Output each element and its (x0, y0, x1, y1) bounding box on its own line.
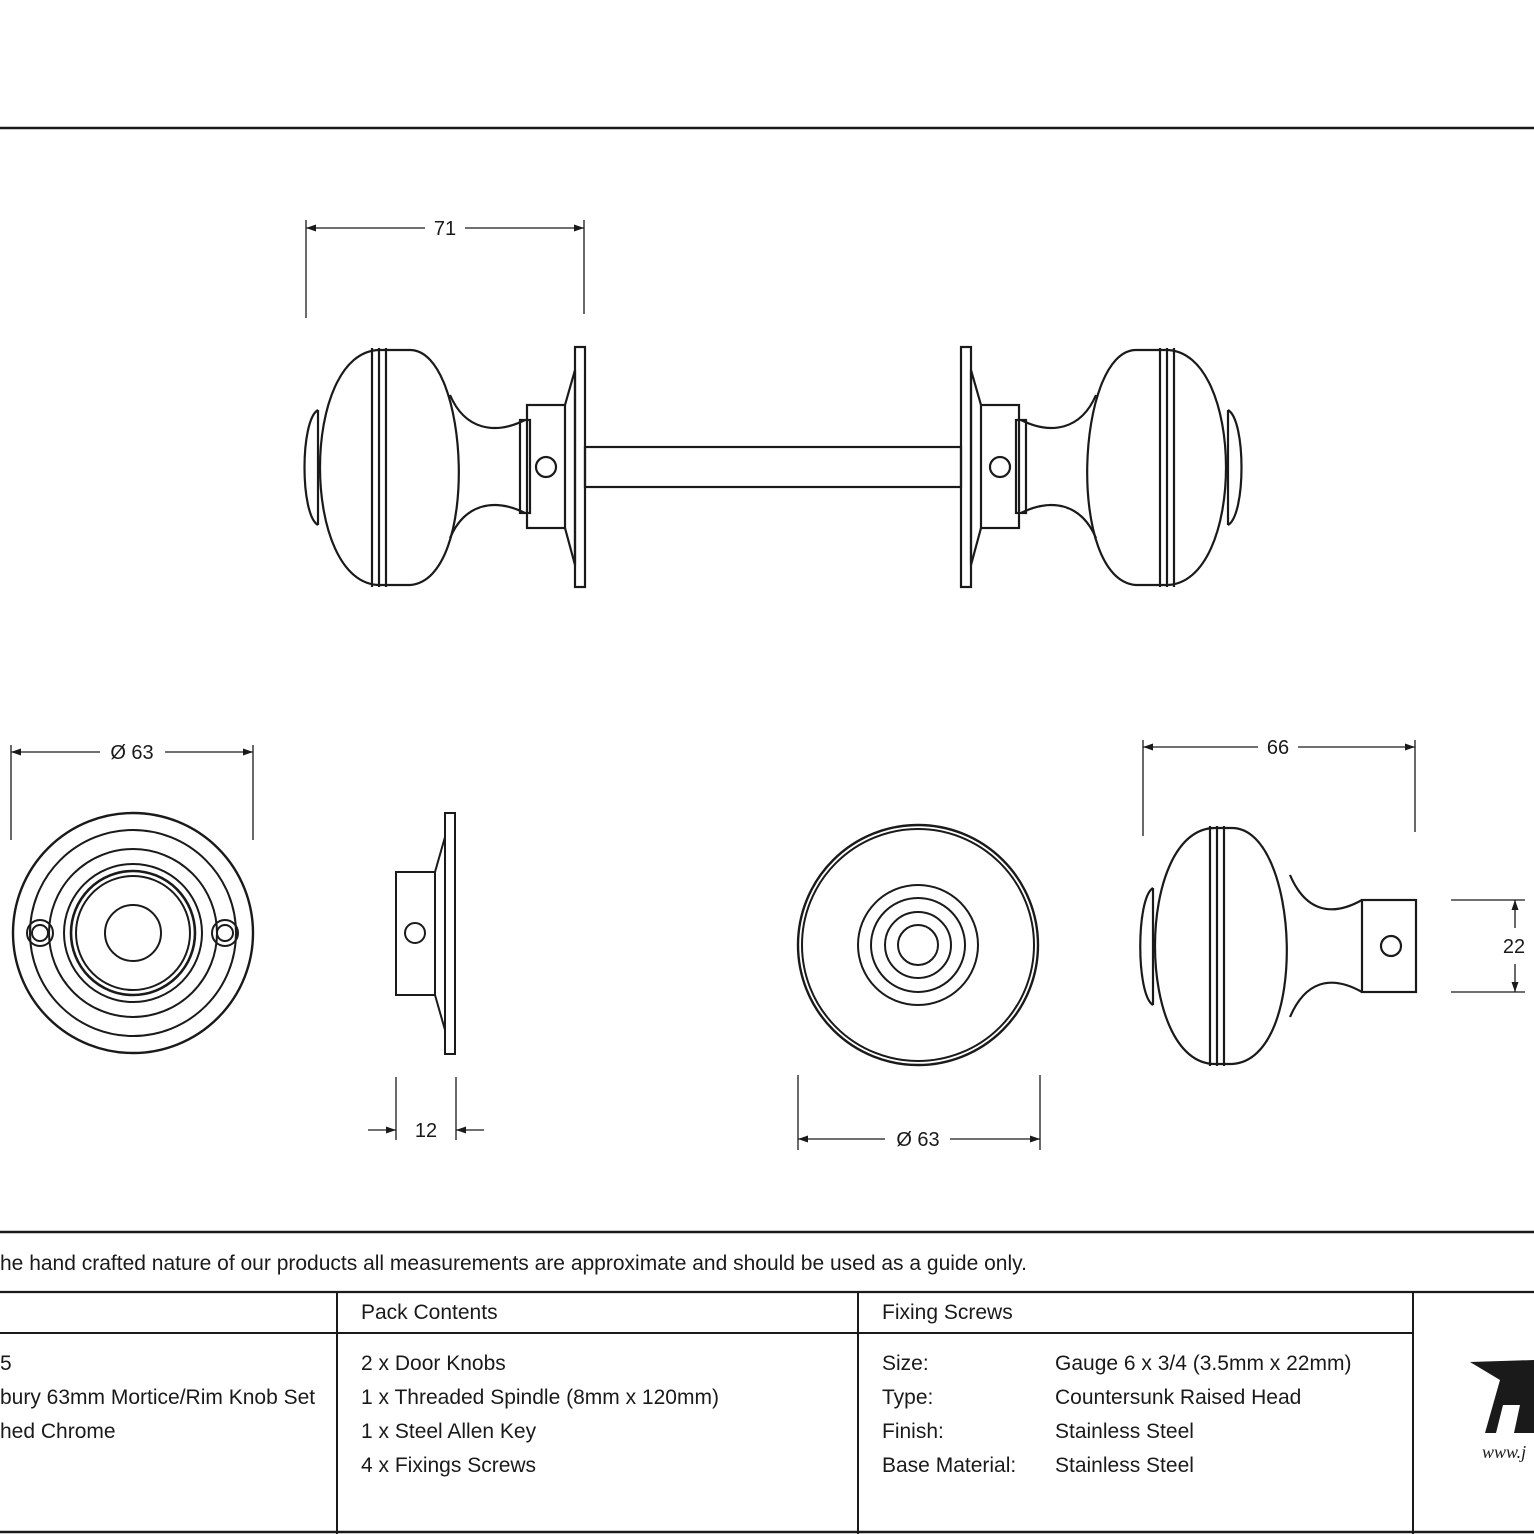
fixing-row-value: Countersunk Raised Head (1055, 1386, 1302, 1409)
logo-url-text: www.j (1482, 1442, 1526, 1462)
fixing-row-label: Size: (882, 1352, 929, 1375)
title-block-grid (0, 1230, 1534, 1534)
fixing-row-value: Stainless Steel (1055, 1420, 1194, 1443)
product-name: bury 63mm Mortice/Rim Knob Set (0, 1386, 316, 1409)
product-code: 5 (0, 1352, 12, 1375)
knob-set-assembly-view (303, 345, 1243, 589)
dimension-knob-width (305, 220, 585, 318)
dimension-label-knob-projection: 66 (1267, 737, 1289, 759)
fixing-screws-header: Fixing Screws (882, 1301, 1013, 1324)
fixing-row-value: Stainless Steel (1055, 1454, 1194, 1477)
rose-front-view (11, 811, 255, 1055)
dimension-label-knob-width: 71 (434, 218, 456, 240)
disclaimer-text: he hand crafted nature of our products a… (0, 1252, 1027, 1275)
pack-item: 1 x Steel Allen Key (361, 1420, 537, 1443)
right-knob (959, 345, 1243, 589)
spindle (583, 445, 963, 489)
dimension-rose-diameter (10, 745, 254, 840)
product-finish: hed Chrome (0, 1420, 116, 1443)
fixing-row-label: Type: (882, 1386, 934, 1409)
dimension-label-neck-height: 22 (1503, 936, 1525, 958)
knob-front-view (796, 823, 1040, 1067)
pack-item: 2 x Door Knobs (361, 1352, 506, 1375)
pack-item: 1 x Threaded Spindle (8mm x 120mm) (361, 1386, 719, 1409)
pack-item: 4 x Fixings Screws (361, 1454, 537, 1477)
pack-contents-header: Pack Contents (361, 1301, 498, 1324)
dimension-label-knob-diameter: Ø 63 (896, 1129, 939, 1151)
fixing-row-value: Gauge 6 x 3/4 (3.5mm x 22mm) (1055, 1352, 1352, 1375)
knob-side-view (1139, 826, 1418, 1066)
dimension-neck-height (1451, 899, 1525, 993)
dimension-knob-projection (1142, 740, 1416, 836)
left-knob (303, 345, 587, 589)
dimension-rose-depth (368, 1077, 484, 1140)
company-logo: www.j (1470, 1360, 1534, 1462)
fixing-row-label: Base Material: (882, 1454, 1017, 1477)
dimension-knob-diameter (797, 1075, 1041, 1150)
dimension-label-rose-depth: 12 (415, 1120, 437, 1142)
dimension-label-rose-diameter: Ø 63 (110, 742, 153, 764)
rose-side-view (395, 812, 456, 1055)
fixing-row-label: Finish: (882, 1420, 944, 1443)
